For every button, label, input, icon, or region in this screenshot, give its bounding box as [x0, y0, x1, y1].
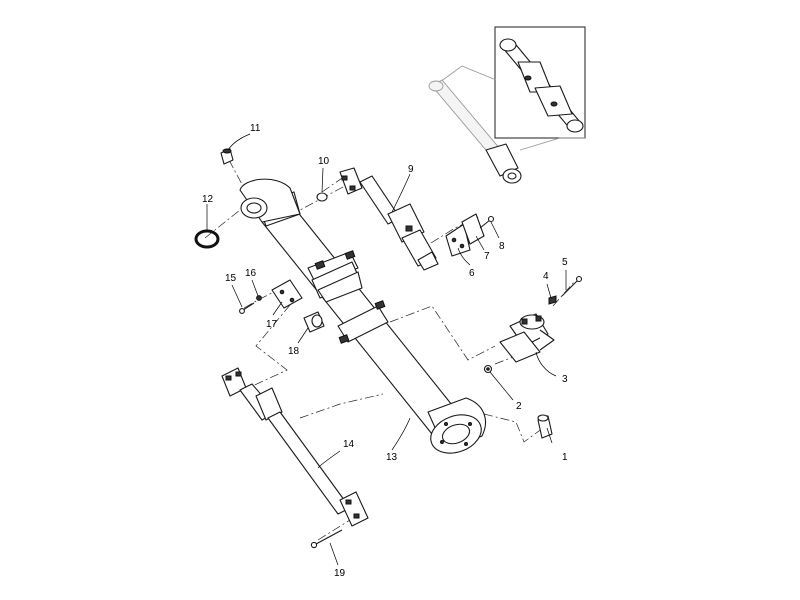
inset-phantom-edge-top — [439, 65, 497, 83]
part-7-clamp-half — [461, 213, 485, 245]
part-16-washer — [256, 295, 262, 301]
callout-13: 13 — [386, 452, 398, 463]
callout-15: 15 — [225, 273, 237, 284]
assembly-center-lines — [204, 159, 575, 541]
inset-cylinder — [499, 38, 584, 133]
part-13-cylinder-tube — [239, 178, 486, 454]
callout-17: 17 — [266, 319, 278, 330]
callout-8: 8 — [499, 241, 505, 252]
part-17-clamp-bracket — [271, 279, 303, 309]
callout-12: 12 — [202, 194, 214, 205]
part-18-spacer — [303, 311, 325, 333]
part-15-bolt — [239, 302, 255, 314]
callout-11: 11 — [250, 123, 261, 134]
inset-locator-view — [428, 26, 586, 184]
callout-14: 14 — [343, 439, 355, 450]
callout-9: 9 — [408, 164, 414, 175]
callout-5: 5 — [562, 257, 568, 268]
part-19-bolt — [310, 529, 343, 549]
callout-1: 1 — [562, 452, 568, 463]
callout-6: 6 — [469, 268, 475, 279]
inset-phantom-cylinder — [428, 79, 522, 184]
part-2-nut — [483, 364, 493, 374]
callout-19: 19 — [334, 568, 346, 579]
part-12-seal-ring — [194, 229, 220, 249]
part-8-bolt — [479, 215, 495, 229]
callout-leaders — [206, 133, 567, 566]
callout-7: 7 — [484, 251, 490, 262]
part-10-o-ring — [316, 192, 328, 202]
part-6-clamp-plate — [445, 223, 471, 257]
callout-2: 2 — [516, 401, 522, 412]
part-11-fitting — [220, 148, 234, 165]
callout-3: 3 — [562, 374, 568, 385]
callout-16: 16 — [245, 268, 257, 279]
part-9-hose-assembly — [339, 167, 439, 271]
part-4-washer — [548, 295, 557, 305]
part-3-clamp-bracket — [499, 313, 555, 363]
inset-phantom-edge-bottom — [519, 137, 585, 151]
callout-18: 18 — [288, 346, 300, 357]
part-5-bolt — [561, 275, 583, 297]
callout-labels: 1 2 3 4 5 6 7 8 9 10 11 12 13 14 15 16 1… — [202, 123, 568, 579]
callout-10: 10 — [318, 156, 330, 167]
part-14-pipe-assembly — [221, 367, 369, 527]
callout-4: 4 — [543, 271, 549, 282]
part-1-cap — [537, 414, 553, 439]
